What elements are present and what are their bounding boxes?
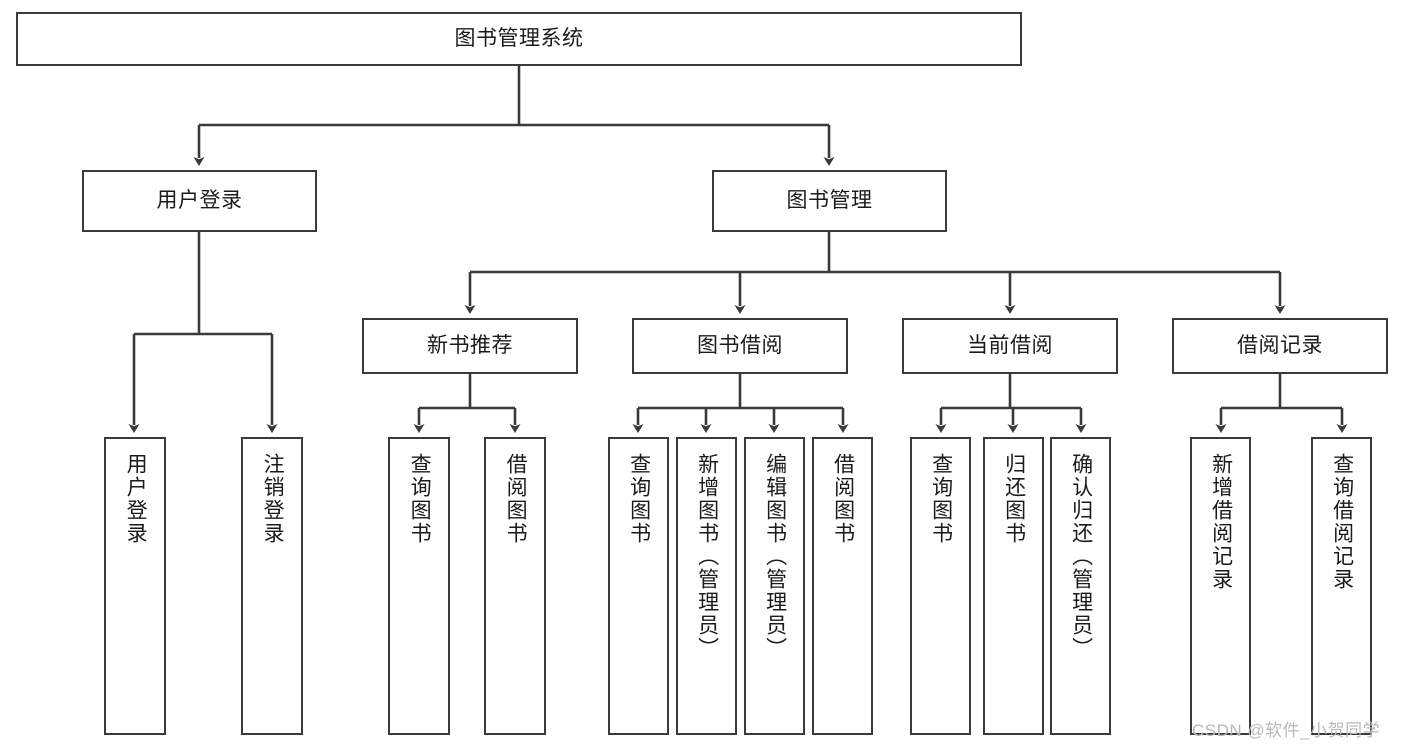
node-book-borrow[interactable]: 图书借阅 <box>632 318 848 374</box>
node-new-book-recommend-label: 新书推荐 <box>427 333 513 357</box>
leaf-borrow-book-rec-label: 借阅图书 <box>504 453 528 545</box>
leaf-confirm-return-label: 确认归还（管理员） <box>1069 453 1093 660</box>
leaf-return-book-label: 归还图书 <box>1002 453 1026 545</box>
node-borrow-record-label: 借阅记录 <box>1237 333 1323 357</box>
node-book-borrow-label: 图书借阅 <box>697 333 783 357</box>
leaf-add-record-label: 新增借阅记录 <box>1209 453 1233 591</box>
leaf-query-book-bor[interactable]: 查询图书 <box>608 437 669 735</box>
node-current-borrow[interactable]: 当前借阅 <box>902 318 1118 374</box>
leaf-add-book-label: 新增图书（管理员） <box>695 453 719 660</box>
leaf-query-book-cur-label: 查询图书 <box>929 453 953 545</box>
node-user-login[interactable]: 用户登录 <box>82 170 317 232</box>
leaf-query-record[interactable]: 查询借阅记录 <box>1311 437 1372 735</box>
leaf-user-login-label: 用户登录 <box>124 453 148 545</box>
node-book-management-label: 图书管理 <box>786 188 873 212</box>
node-root[interactable]: 图书管理系统 <box>16 12 1022 66</box>
leaf-logout-label: 注销登录 <box>261 453 285 545</box>
leaf-query-book-rec-label: 查询图书 <box>408 453 432 545</box>
node-book-management[interactable]: 图书管理 <box>712 170 947 232</box>
leaf-query-book-cur[interactable]: 查询图书 <box>910 437 971 735</box>
leaf-logout[interactable]: 注销登录 <box>241 437 303 735</box>
leaf-query-book-rec[interactable]: 查询图书 <box>388 437 450 735</box>
leaf-add-book[interactable]: 新增图书（管理员） <box>676 437 737 735</box>
leaf-confirm-return[interactable]: 确认归还（管理员） <box>1050 437 1111 735</box>
leaf-borrow-book-rec[interactable]: 借阅图书 <box>484 437 546 735</box>
leaf-return-book[interactable]: 归还图书 <box>983 437 1044 735</box>
node-borrow-record[interactable]: 借阅记录 <box>1172 318 1388 374</box>
node-root-label: 图书管理系统 <box>454 26 584 50</box>
leaf-borrow-book-bor[interactable]: 借阅图书 <box>812 437 873 735</box>
leaf-query-book-bor-label: 查询图书 <box>627 453 651 545</box>
node-current-borrow-label: 当前借阅 <box>967 333 1053 357</box>
leaf-user-login[interactable]: 用户登录 <box>104 437 166 735</box>
leaf-edit-book[interactable]: 编辑图书（管理员） <box>744 437 805 735</box>
leaf-add-record[interactable]: 新增借阅记录 <box>1190 437 1251 735</box>
csdn-watermark: CSDN @软件_小贺同学 <box>1192 721 1381 740</box>
leaf-edit-book-label: 编辑图书（管理员） <box>763 453 787 660</box>
leaf-query-record-label: 查询借阅记录 <box>1330 453 1354 591</box>
node-user-login-label: 用户登录 <box>156 188 243 212</box>
node-new-book-recommend[interactable]: 新书推荐 <box>362 318 578 374</box>
leaf-borrow-book-bor-label: 借阅图书 <box>831 453 855 545</box>
